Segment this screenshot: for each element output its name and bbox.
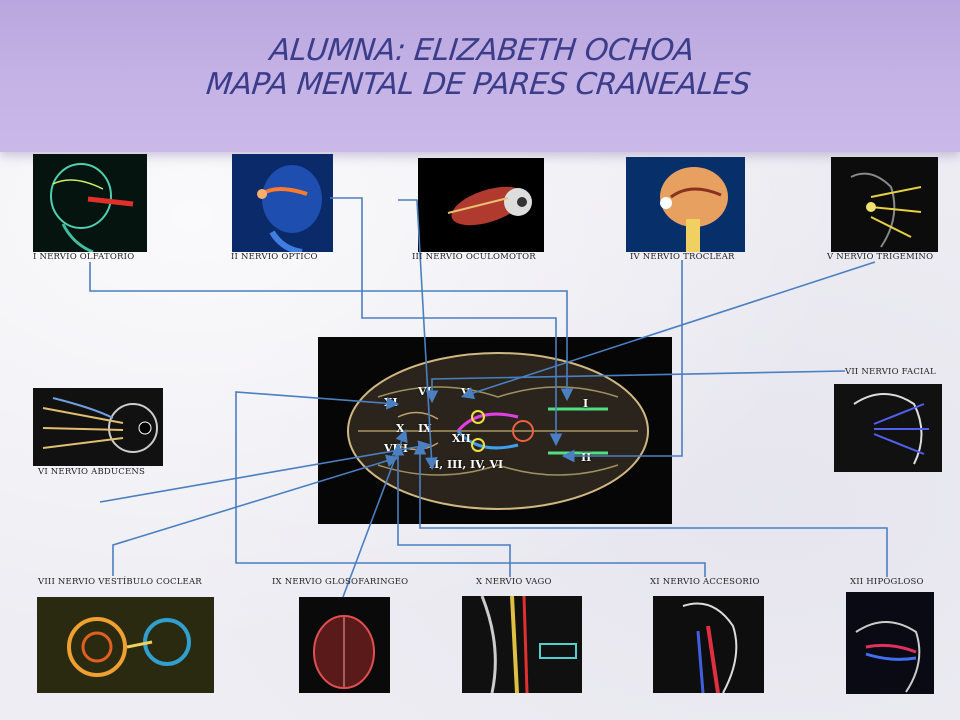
abducens-nerve-image [33,388,163,466]
label-vestibulo: VIII NERVIO VESTÍBULO COCLEAR [38,577,202,587]
label-optico: II NERVIO OPTICO [231,252,318,262]
title-line-student: ALUMNA: ELIZABETH OCHOA [268,33,696,68]
facial-nerve-image [834,384,942,472]
brain-base-image [318,337,672,524]
brain-label-x: X [396,422,405,435]
brain-label-viii: VIII [384,442,408,455]
brain-label-group: II, III, IV, VI [429,458,504,471]
label-oculomotor: III NERVIO OCULOMOTOR [412,252,536,262]
hypoglossal-nerve-image [846,592,934,694]
vagus-nerve-image [462,596,582,693]
slide-title: ALUMNA: ELIZABETH OCHOA MAPA MENTAL DE P… [0,33,960,102]
label-troclear: IV NERVIO TROCLEAR [630,252,735,262]
trochlear-nerve-image [626,157,745,252]
brain-label-vi: VI [418,385,432,398]
label-facial: VII NERVIO FACIAL [845,367,936,377]
vestibulocochlear-nerve-image [37,597,214,693]
brain-label-ii: II [581,451,592,464]
label-hipogloso: XII HIPOGLOSO [850,577,924,587]
label-trigemino: V NERVIO TRIGEMINO [827,252,934,262]
oculomotor-nerve-image [418,158,544,252]
label-vago: X NERVIO VAGO [476,577,552,587]
label-abducens: VI NERVIO ABDUCENS [38,467,146,477]
label-glosofaringeo: IX NERVIO GLOSOFARINGEO [272,577,409,587]
title-banner: ALUMNA: ELIZABETH OCHOA MAPA MENTAL DE P… [0,0,960,152]
accessory-nerve-image [653,596,764,693]
title-line-topic: MAPA MENTAL DE PARES CRANEALES [204,67,752,102]
brain-label-xii: XII [452,432,471,445]
brain-label-ix: IX [418,422,432,435]
brain-label-v: V [461,386,470,399]
optic-nerve-image [232,154,333,252]
brain-label-i: I [583,397,589,410]
label-olfatorio: I NERVIO OLFATORIO [33,252,135,262]
olfactory-nerve-image [33,154,147,252]
trigeminal-nerve-image [831,157,938,252]
label-accesorio: XI NERVIO ACCESORIO [650,577,760,587]
glossopharyngeal-nerve-image [299,597,390,693]
brain-label-xi: XI [384,396,398,409]
